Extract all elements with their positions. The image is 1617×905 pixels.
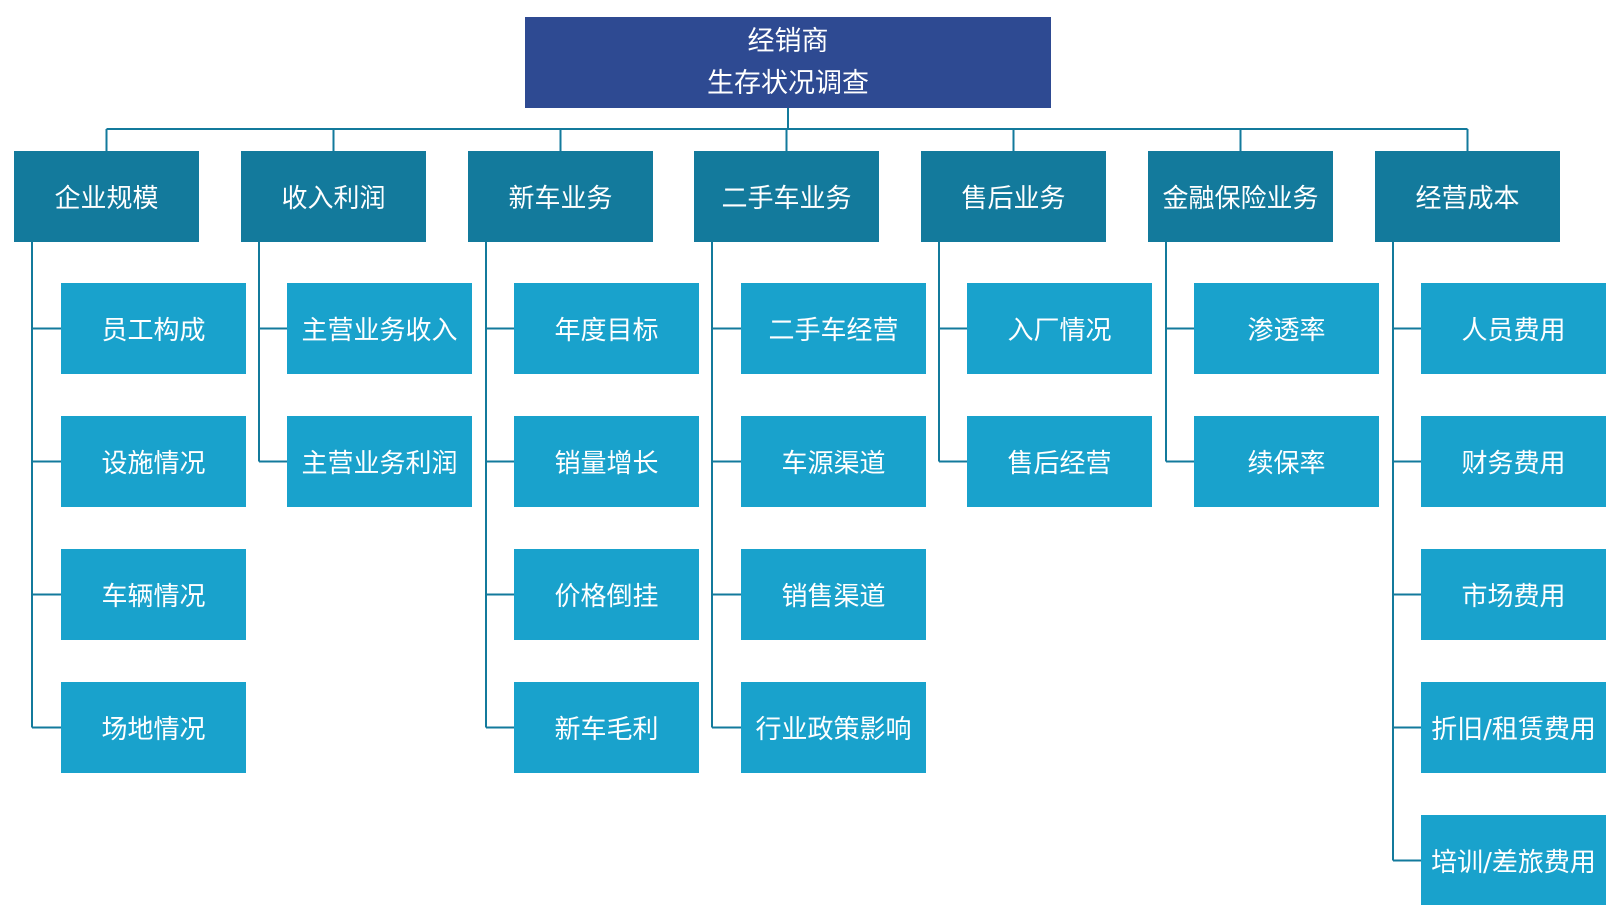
root-title-line1: 经销商	[747, 25, 829, 57]
leaf-node: 价格倒挂	[514, 549, 699, 640]
category-node-aftersales: 售后业务	[921, 151, 1106, 242]
leaf-node: 年度目标	[514, 283, 699, 374]
leaf-node: 新车毛利	[514, 682, 699, 773]
category-node-cost: 经营成本	[1375, 151, 1560, 242]
category-node-new-car: 新车业务	[468, 151, 653, 242]
leaf-node: 销量增长	[514, 416, 699, 507]
root-node: 经销商 生存状况调查	[525, 17, 1051, 108]
leaf-node: 人员费用	[1421, 283, 1606, 374]
leaf-node: 入厂情况	[967, 283, 1152, 374]
leaf-node: 售后经营	[967, 416, 1152, 507]
leaf-node: 续保率	[1194, 416, 1379, 507]
leaf-node: 培训/差旅费用	[1421, 815, 1606, 905]
leaf-node: 市场费用	[1421, 549, 1606, 640]
category-node-finance: 金融保险业务	[1148, 151, 1333, 242]
leaf-node: 主营业务收入	[287, 283, 472, 374]
leaf-node: 二手车经营	[741, 283, 926, 374]
leaf-node: 折旧/租赁费用	[1421, 682, 1606, 773]
category-node-scale: 企业规模	[14, 151, 199, 242]
leaf-node: 车辆情况	[61, 549, 246, 640]
leaf-node: 车源渠道	[741, 416, 926, 507]
leaf-node: 设施情况	[61, 416, 246, 507]
leaf-node: 员工构成	[61, 283, 246, 374]
category-node-income: 收入利润	[241, 151, 426, 242]
leaf-node: 场地情况	[61, 682, 246, 773]
leaf-node: 渗透率	[1194, 283, 1379, 374]
leaf-node: 主营业务利润	[287, 416, 472, 507]
root-title-line2: 生存状况调查	[707, 67, 869, 99]
leaf-node: 销售渠道	[741, 549, 926, 640]
category-node-used-car: 二手车业务	[694, 151, 879, 242]
leaf-node: 财务费用	[1421, 416, 1606, 507]
leaf-node: 行业政策影响	[741, 682, 926, 773]
